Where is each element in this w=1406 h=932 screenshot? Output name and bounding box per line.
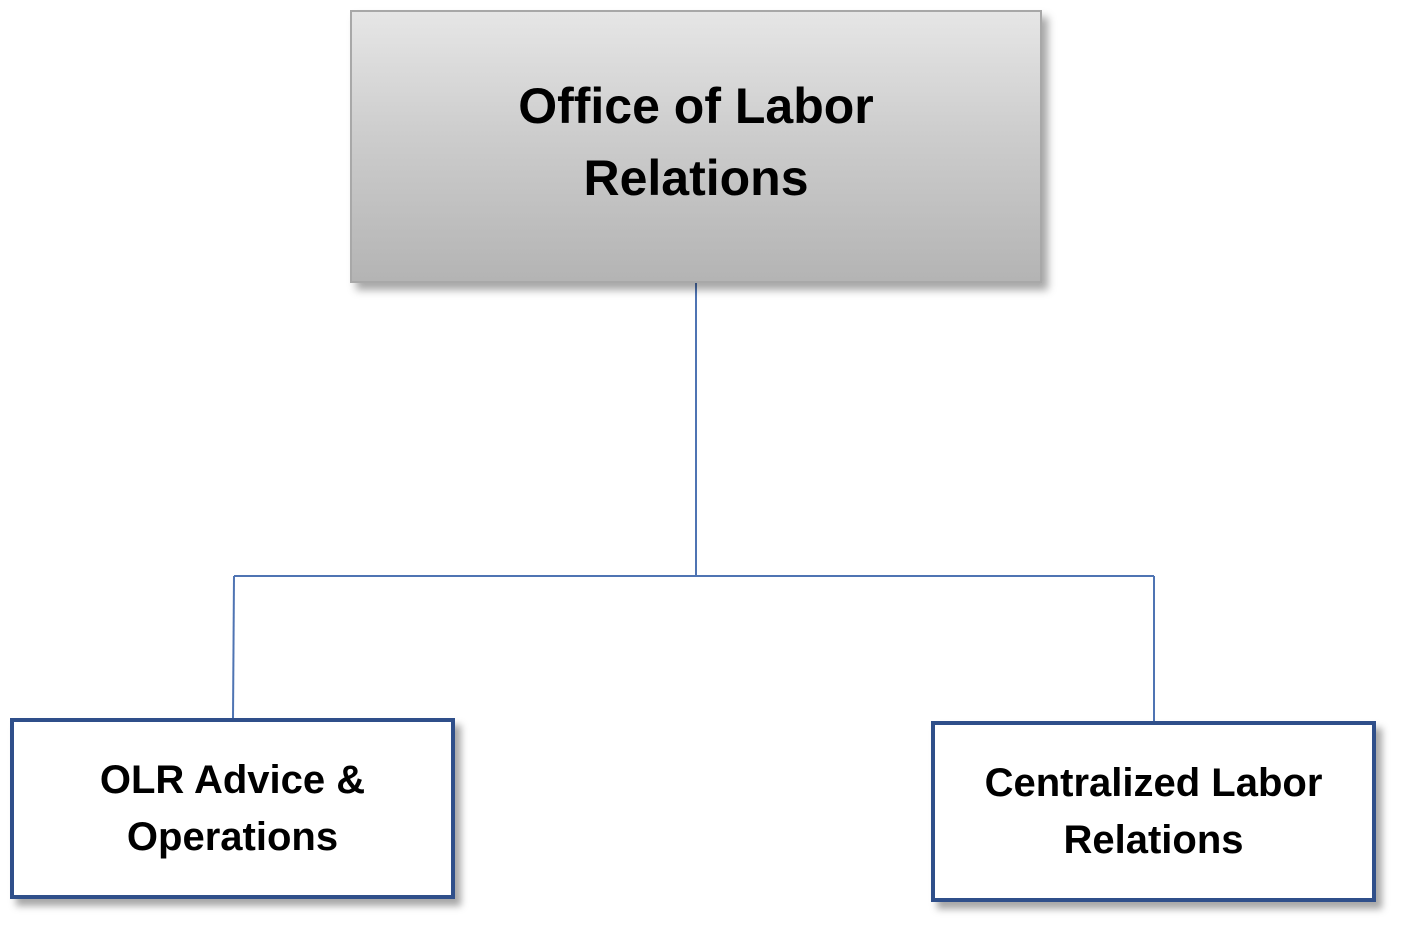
root-node-office-of-labor-relations: Office of Labor Relations [350, 10, 1042, 283]
connector-left-drop [232, 575, 235, 719]
child-node-centralized-labor-relations: Centralized Labor Relations [931, 721, 1376, 902]
child-node-left-label-line-1: OLR Advice & [99, 757, 366, 802]
root-node-label-line-2: Relations [583, 149, 809, 206]
child-node-right-label-line-1: Centralized Labor [984, 760, 1323, 805]
child-node-left-label-line-2: Operations [126, 814, 339, 859]
root-node-label-line-1: Office of Labor [518, 77, 874, 134]
child-node-olr-advice-operations: OLR Advice & Operations [10, 718, 455, 899]
child-node-right-label-line-2: Relations [1063, 817, 1244, 862]
